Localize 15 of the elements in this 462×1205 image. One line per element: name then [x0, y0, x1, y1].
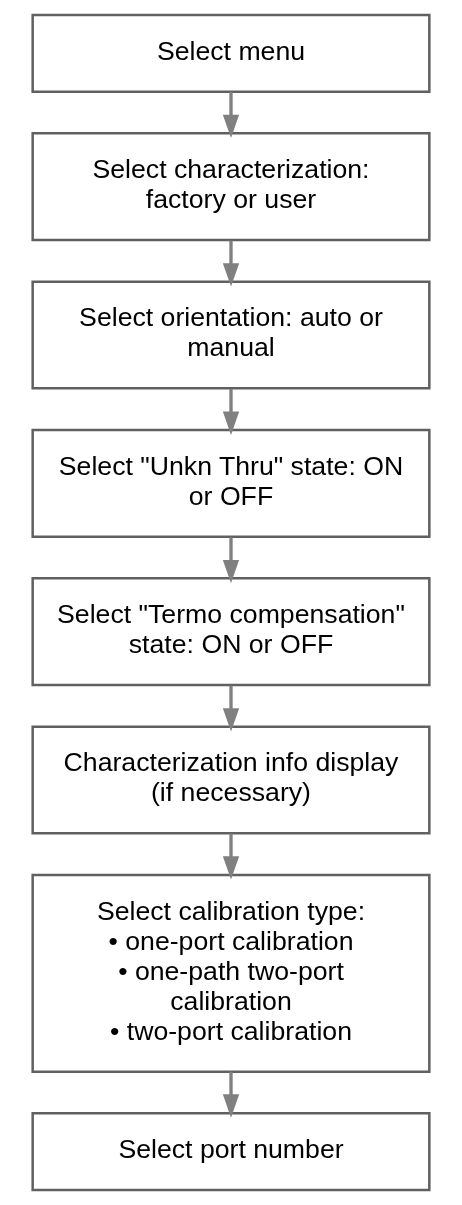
- arrow: [222, 91, 240, 138]
- arrow: [222, 685, 240, 732]
- arrow: [222, 389, 240, 435]
- arrow: [222, 537, 240, 584]
- arrow: [222, 833, 240, 880]
- node-box: Select menu: [31, 13, 431, 93]
- node-box: Select "Termo compensation" state: ON or OFF: [31, 577, 431, 687]
- node-box: Select orientation: auto or manual: [31, 280, 431, 390]
- arrow: [222, 1071, 240, 1118]
- node-box: Select port number: [31, 1112, 431, 1192]
- arrow: [222, 240, 240, 287]
- node-box: Characterization info display (if necessary): [31, 725, 431, 835]
- node-box: Select "Unkn Thru" state: ON or OFF: [31, 428, 431, 538]
- node-box: Select characterization: factory or user: [31, 132, 431, 242]
- node-box: Select calibration type: • one-port calibration • one-path two-port calibration • two-port calibration: [31, 873, 431, 1073]
